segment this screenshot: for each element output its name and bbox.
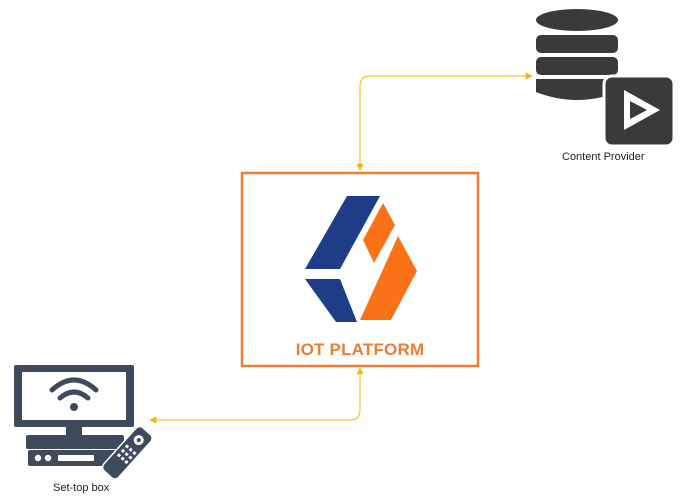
logo-orange-main <box>360 236 417 320</box>
wifi-icon <box>49 377 99 411</box>
remote-control-icon <box>101 425 153 480</box>
content-provider-label: Content Provider <box>562 151 645 163</box>
logo-blue-upper <box>305 196 380 269</box>
connector-platform-content-provider <box>356 72 533 171</box>
logo-orange-top <box>363 203 395 263</box>
video-play-icon <box>602 74 676 148</box>
platform-title: IOT PLATFORM <box>295 340 425 359</box>
logo-blue-lower <box>305 279 357 322</box>
set-top-box-label: Set-top box <box>53 482 110 494</box>
platform-logo <box>305 196 417 322</box>
monitor-icon <box>14 365 134 435</box>
set-top-box-icon <box>26 435 124 466</box>
database-icon <box>536 9 618 100</box>
connector-platform-set-top-box <box>149 367 364 424</box>
